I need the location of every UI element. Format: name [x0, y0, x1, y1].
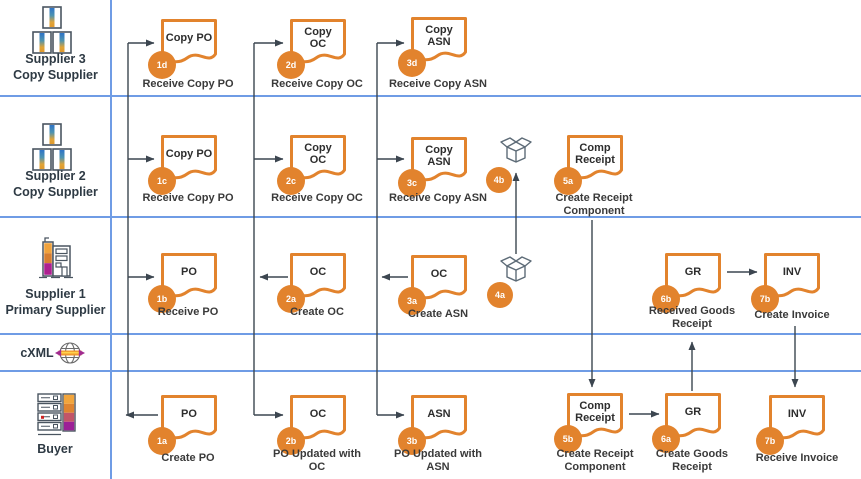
doc-gr-6a[interactable]: GR 6a — [652, 392, 722, 453]
step-badge: 1b — [148, 285, 176, 313]
doc-copy-asn-3c[interactable]: Copy ASN 3c — [398, 136, 468, 197]
doc-title: Copy OC — [304, 25, 332, 50]
doc-po-1a[interactable]: PO 1a — [148, 394, 218, 455]
doc-gr-6b[interactable]: GR 6b — [652, 252, 722, 313]
doc-po-1b[interactable]: PO 1b — [148, 252, 218, 313]
doc-oc-2b[interactable]: OC 2b — [277, 394, 347, 455]
step-badge: 2d — [277, 51, 305, 79]
package-box-icon[interactable] — [499, 133, 533, 165]
lane-divider — [0, 216, 861, 218]
factory-building-icon — [39, 237, 73, 279]
doc-caption: Receive Copy OC — [271, 78, 363, 90]
doc-title: OC — [309, 407, 327, 420]
doc-caption: Receive Copy PO — [142, 78, 234, 90]
doc-caption: Receive Copy OC — [271, 192, 363, 204]
doc-caption: Receive Copy PO — [142, 192, 234, 204]
doc-caption: Create ASN — [407, 308, 469, 320]
supplier-boxes-icon — [32, 6, 72, 54]
lane-label-supplier3: Supplier 3 Copy Supplier — [13, 52, 98, 82]
doc-title: ASN — [427, 407, 451, 420]
doc-caption: Create OC — [290, 306, 344, 318]
step-badge: 1a — [148, 427, 176, 455]
buyer-system-icon — [37, 393, 76, 436]
doc-caption: Create Goods Receipt — [655, 448, 729, 473]
step-badge: 7b — [751, 285, 779, 313]
step-badge: 6b — [652, 285, 680, 313]
step-badge: 4b — [486, 167, 512, 193]
doc-caption: Create PO — [161, 452, 215, 464]
doc-inv-7b-receive[interactable]: INV 7b — [756, 394, 826, 455]
doc-caption: PO Updated with OC — [273, 448, 361, 473]
doc-caption: Receive PO — [157, 306, 219, 318]
doc-title: OC — [309, 265, 327, 278]
step-badge: 2b — [277, 427, 305, 455]
doc-title: Comp Receipt — [575, 141, 615, 166]
step-badge: 7b — [756, 427, 784, 455]
doc-title: Copy PO — [165, 31, 213, 44]
doc-title: PO — [181, 407, 197, 420]
globe-icon — [55, 342, 85, 364]
package-box-icon[interactable] — [499, 252, 533, 284]
doc-caption: Receive Invoice — [755, 452, 839, 464]
doc-caption: Receive Copy ASN — [388, 78, 488, 90]
doc-title: INV — [787, 407, 807, 420]
lane-divider — [0, 333, 861, 335]
lane-label-cxml: cXML — [20, 346, 54, 360]
step-badge: 5a — [554, 167, 582, 195]
lane-divider — [0, 95, 861, 97]
doc-title: Copy OC — [304, 141, 332, 166]
doc-caption: PO Updated with ASN — [394, 448, 482, 473]
step-badge: 6a — [652, 425, 680, 453]
doc-title: GR — [684, 405, 702, 418]
doc-title: OC — [430, 267, 448, 280]
lane-header-divider — [110, 0, 112, 479]
doc-title: Copy PO — [165, 147, 213, 160]
lane-label-supplier2: Supplier 2 Copy Supplier — [13, 169, 98, 199]
doc-asn-3b[interactable]: ASN 3b — [398, 394, 468, 455]
doc-oc-3a[interactable]: OC 3a — [398, 254, 468, 315]
doc-copy-po-1c[interactable]: Copy PO 1c — [148, 134, 218, 195]
step-badge: 2a — [277, 285, 305, 313]
doc-caption: Receive Copy ASN — [388, 192, 488, 204]
doc-inv-7b-create[interactable]: INV 7b — [751, 252, 821, 313]
doc-copy-asn-3d[interactable]: Copy ASN 3d — [398, 16, 468, 77]
doc-caption: Create Invoice — [754, 309, 830, 321]
supplier-boxes-icon — [32, 123, 72, 171]
lane-divider — [0, 370, 861, 372]
step-badge: 5b — [554, 425, 582, 453]
doc-title: GR — [684, 265, 702, 278]
step-badge: 4a — [487, 282, 513, 308]
doc-caption: Received Goods Receipt — [648, 305, 736, 330]
lane-label-buyer: Buyer — [37, 442, 73, 456]
doc-title: Copy ASN — [425, 143, 453, 168]
doc-title: INV — [782, 265, 802, 278]
doc-title: PO — [181, 265, 197, 278]
doc-comp-receipt-5b[interactable]: Comp Receipt 5b — [554, 392, 624, 453]
step-badge: 2c — [277, 167, 305, 195]
doc-comp-receipt-5a[interactable]: Comp Receipt 5a — [554, 134, 624, 195]
step-badge: 3b — [398, 427, 426, 455]
step-badge: 1d — [148, 51, 176, 79]
lane-label-supplier1: Supplier 1 Primary Supplier — [5, 287, 106, 317]
step-badge: 3a — [398, 287, 426, 315]
step-badge: 1c — [148, 167, 176, 195]
doc-caption: Create Receipt Component — [556, 448, 634, 473]
doc-title: Comp Receipt — [575, 399, 615, 424]
step-badge: 3c — [398, 169, 426, 197]
doc-copy-oc-2c[interactable]: Copy OC 2c — [277, 134, 347, 195]
doc-oc-2a[interactable]: OC 2a — [277, 252, 347, 313]
doc-caption: Create Receipt Component — [555, 192, 633, 217]
doc-title: Copy ASN — [425, 23, 453, 48]
doc-copy-po-1d[interactable]: Copy PO 1d — [148, 18, 218, 79]
doc-copy-oc-2d[interactable]: Copy OC 2d — [277, 18, 347, 79]
step-badge: 3d — [398, 49, 426, 77]
